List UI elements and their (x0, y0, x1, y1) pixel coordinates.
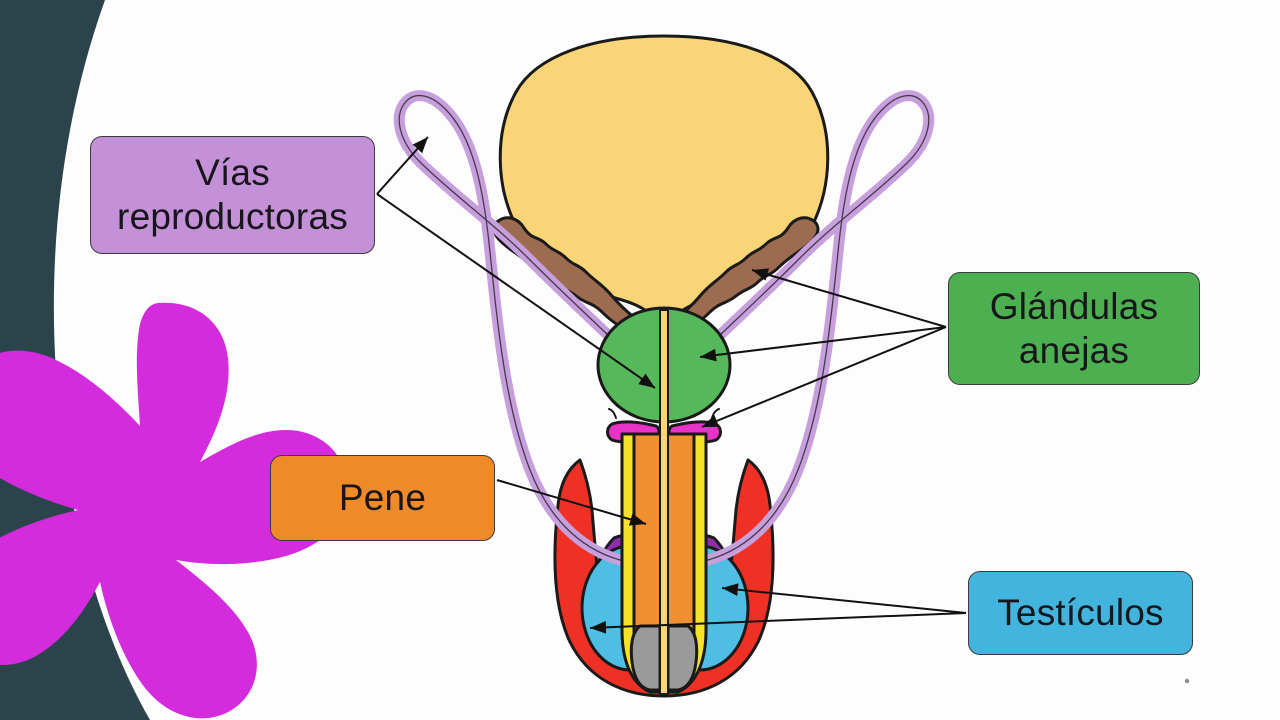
label-glandulas-line2: anejas (1018, 329, 1130, 371)
label-testiculos[interactable]: Testículos (968, 571, 1193, 655)
label-glandulas-line1: Glándulas (989, 285, 1159, 327)
label-vias-line1: Vías (195, 152, 270, 194)
stray-dot-artifact (1184, 678, 1190, 684)
label-vias-line2: reproductoras (117, 196, 348, 237)
connector-vias-to-conducto (376, 136, 429, 195)
connector-testiculos-to-testiculo-izquierdo (589, 612, 967, 634)
glande (629, 624, 699, 692)
conducto-deferente-izquierdo-contorno (398, 94, 661, 561)
connector-pene-to-cuerpo (496, 479, 647, 526)
label-vias-reproductoras[interactable]: Vías reproductoras (90, 136, 375, 254)
glandula-bulbouretral-conducto-izq (608, 408, 617, 419)
connector-testiculos-to-testiculo-derecho (721, 583, 967, 614)
label-testiculos-line1: Testículos (997, 592, 1164, 634)
magenta-star-splat (0, 302, 348, 719)
connector-vias-to-uretra (376, 193, 656, 389)
canal-uretral-central (659, 309, 669, 695)
label-glandulas-anejas[interactable]: Glándulas anejas (948, 272, 1200, 385)
label-pene[interactable]: Pene (270, 455, 495, 541)
label-pene-line1: Pene (338, 477, 427, 519)
conducto-deferente-derecho-contorno (667, 94, 930, 561)
connector-glandulas-to-prostata (699, 326, 947, 362)
connector-glandulas-to-vesicula (751, 268, 947, 328)
connector-glandulas-to-bulbouretral (701, 326, 947, 428)
